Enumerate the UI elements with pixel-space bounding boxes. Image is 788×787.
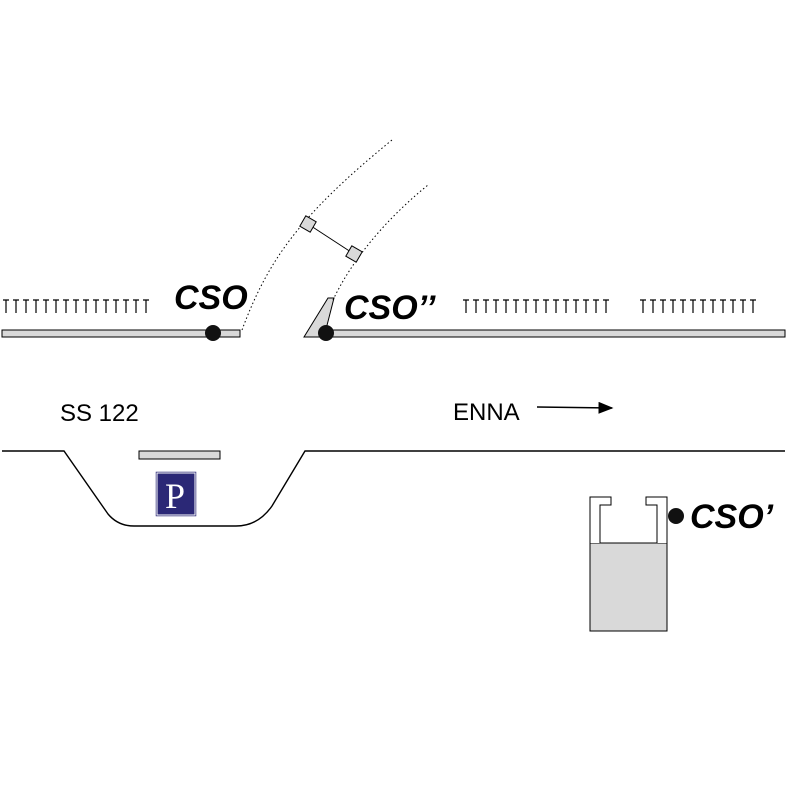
tree-mark — [73, 299, 79, 313]
station-dot-icon — [318, 325, 334, 341]
direction-label: ENNA — [453, 399, 520, 426]
tree-mark — [123, 299, 129, 313]
road-edge-south — [2, 450, 785, 527]
tree-mark — [83, 299, 89, 313]
tree-mark — [23, 299, 29, 313]
station-building — [589, 496, 668, 632]
tree-mark — [523, 299, 529, 313]
parking-sign-icon: P — [154, 470, 198, 518]
tree-mark — [43, 299, 49, 313]
connector-marker-left — [299, 215, 317, 233]
tree-mark — [113, 299, 119, 313]
side-road-connector — [307, 223, 355, 255]
tree-mark — [133, 299, 139, 313]
tree-mark — [640, 299, 646, 313]
tree-mark — [583, 299, 589, 313]
label-cso-prime: CSO’ — [690, 498, 774, 536]
station-dot-icon — [668, 508, 684, 524]
tree-mark — [650, 299, 656, 313]
tree-mark — [553, 299, 559, 313]
tree-mark — [603, 299, 609, 313]
tree-mark — [493, 299, 499, 313]
station-dot-icon — [205, 325, 221, 341]
tree-mark — [750, 299, 756, 313]
tree-mark — [103, 299, 109, 313]
tree-mark — [483, 299, 489, 313]
road-edge-north-right — [323, 329, 786, 338]
parking-strip — [138, 450, 221, 460]
road-edge-north-left — [1, 329, 241, 338]
tree-mark — [53, 299, 59, 313]
tree-mark — [463, 299, 469, 313]
tree-mark — [473, 299, 479, 313]
label-cso-double-prime: CSO’’ — [344, 289, 436, 327]
tree-mark — [680, 299, 686, 313]
tree-mark — [563, 299, 569, 313]
label-cso: CSO — [174, 279, 248, 317]
tree-mark — [533, 299, 539, 313]
side-road-right-edge — [332, 184, 429, 301]
tree-mark — [700, 299, 706, 313]
tree-mark — [730, 299, 736, 313]
tree-mark — [513, 299, 519, 313]
arrow-right-icon — [536, 401, 614, 414]
tree-mark — [690, 299, 696, 313]
parking-letter: P — [165, 476, 185, 516]
tree-mark — [33, 299, 39, 313]
road-name: SS 122 — [60, 400, 139, 427]
tree-mark — [93, 299, 99, 313]
tree-mark — [13, 299, 19, 313]
tree-mark — [720, 299, 726, 313]
tree-mark — [143, 299, 149, 313]
tree-mark — [710, 299, 716, 313]
tree-mark — [660, 299, 666, 313]
tree-mark — [543, 299, 549, 313]
tree-mark — [3, 299, 9, 313]
tree-mark — [670, 299, 676, 313]
tree-mark — [740, 299, 746, 313]
tree-mark — [593, 299, 599, 313]
tree-mark — [503, 299, 509, 313]
tree-mark — [573, 299, 579, 313]
connector-marker-right — [345, 245, 363, 263]
tree-mark — [63, 299, 69, 313]
vegetation-marks — [3, 299, 756, 313]
